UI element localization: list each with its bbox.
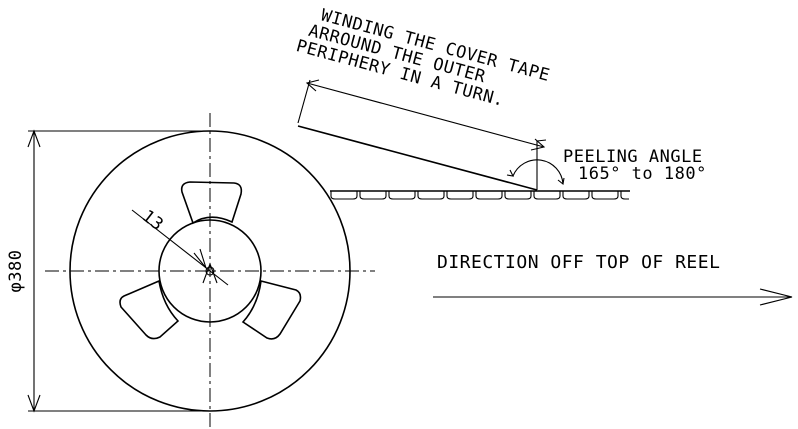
- winding-note: WINDING THE COVER TAPE ARROUND THE OUTER…: [294, 6, 552, 112]
- note-arrow-left: [305, 79, 320, 92]
- note-dimension-line: [306, 82, 545, 148]
- note-arrow-right: [530, 138, 546, 151]
- direction-arrow-head: [759, 288, 793, 306]
- peeling-angle-label: PEELING ANGLE: [563, 147, 703, 167]
- hub-dimension-arrow: [193, 248, 207, 269]
- reel-window-top: [180, 181, 243, 225]
- reel-window-left: [119, 279, 180, 340]
- hub-dimension-label: 13: [138, 206, 167, 235]
- peeling-angle-arrow-right: [557, 177, 565, 186]
- diameter-arrow-top: [27, 129, 41, 148]
- diameter-arrow-bottom: [27, 394, 41, 413]
- peeling-angle-arrow-left: [506, 169, 514, 177]
- diameter-label: φ380: [6, 250, 26, 293]
- cover-tape: [297, 125, 538, 191]
- direction-label: DIRECTION OFF TOP OF REEL: [437, 252, 720, 273]
- hub-dimension-line: [131, 209, 229, 286]
- note-extension-right: [536, 139, 547, 142]
- peeling-angle-range: 165° to 180°: [578, 164, 707, 184]
- peeling-angle-arc: [512, 159, 564, 185]
- note-extension-left: [297, 79, 311, 124]
- reel-window-right: [241, 279, 302, 340]
- carrier-tape-pockets: [330, 191, 629, 200]
